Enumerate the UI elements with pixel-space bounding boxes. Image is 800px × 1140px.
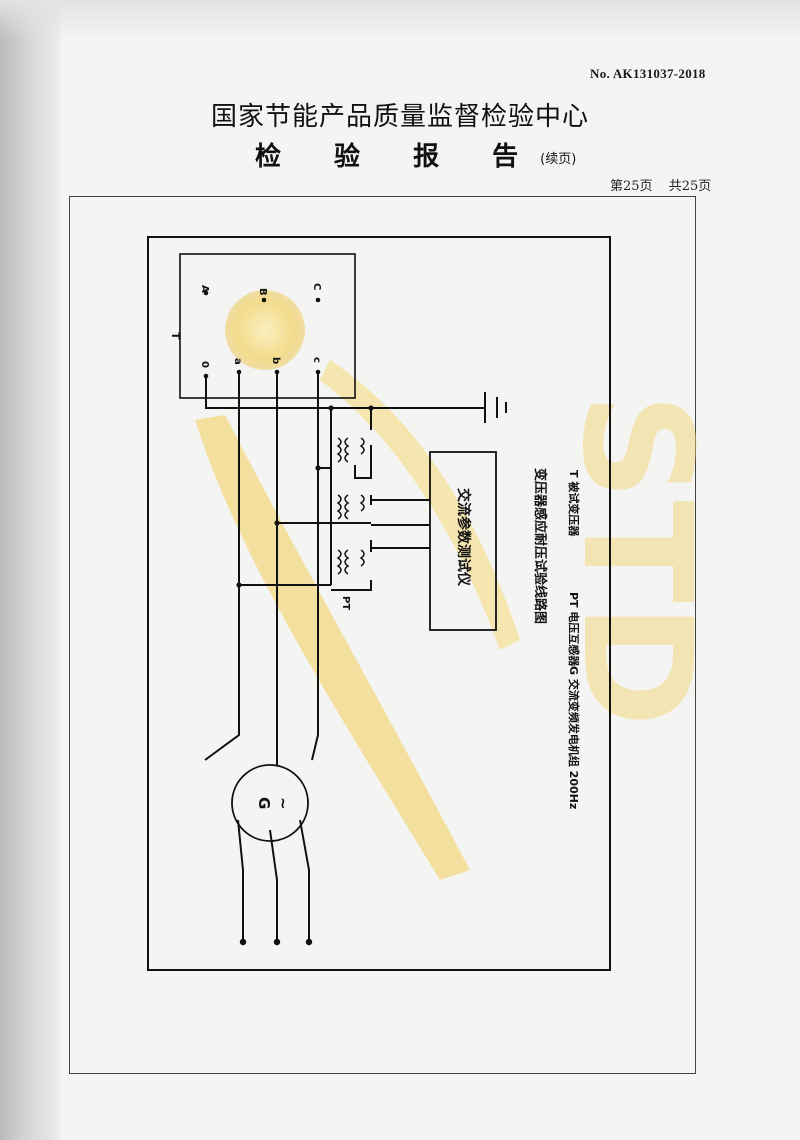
report-content-frame xyxy=(69,196,696,1074)
transformer-label: T xyxy=(169,332,182,340)
watermark-text: STD xyxy=(549,393,723,728)
generator-label: G xyxy=(255,797,273,809)
watermark-swoosh-2 xyxy=(320,360,520,650)
report-title-main: 检 验 报 告 xyxy=(255,142,541,172)
report-number: No. AK131037-2018 xyxy=(590,66,706,81)
legend-pt: PT 电压互感器 xyxy=(567,592,581,667)
ground-icon xyxy=(484,392,507,423)
generator-circle xyxy=(231,764,309,842)
terminal-A-label: A xyxy=(199,285,210,293)
terminal-b-label: b xyxy=(270,357,281,364)
pt-coil-icons xyxy=(336,437,365,575)
hv-terminals: A B C xyxy=(199,283,322,303)
terminal-0-label: 0 xyxy=(199,361,210,368)
terminal-A-dot xyxy=(203,290,209,296)
pt-label: PT xyxy=(340,596,351,610)
watermark-sun xyxy=(225,290,305,370)
terminal-C-dot xyxy=(315,297,321,303)
report-title: 检 验 报 告(续页) xyxy=(255,136,576,176)
scan-top-shadow xyxy=(0,0,800,40)
terminal-a-label: a xyxy=(232,358,243,365)
wiring xyxy=(204,372,486,942)
page-indicator: 第25页 共25页 xyxy=(610,175,750,194)
scan-edge-shadow xyxy=(0,0,60,1140)
terminal-C-label: C xyxy=(311,283,322,290)
junction-dots xyxy=(236,405,374,946)
terminal-B-dot xyxy=(261,297,267,303)
page-current: 第25页 xyxy=(610,179,653,194)
diagram-frame xyxy=(147,236,611,971)
report-title-suffix: (续页) xyxy=(540,152,577,167)
terminal-c-label: c xyxy=(311,357,322,363)
watermark-logo: STD xyxy=(195,290,723,880)
instrument-box xyxy=(429,451,497,631)
transformer-box xyxy=(179,253,356,399)
legend-g: G 交流变频发电机组 200Hz xyxy=(567,666,581,809)
instrument-label: 交流参数测试仪 xyxy=(455,488,472,587)
generator-symbol: ~ xyxy=(274,797,292,810)
page-total: 共25页 xyxy=(668,179,712,194)
diagram-caption: 变压器感应耐压试验线路图 xyxy=(532,468,548,624)
legend-t: T 被试变压器 xyxy=(567,470,581,537)
watermark-swoosh xyxy=(195,415,470,880)
terminal-B-label: B xyxy=(257,288,268,296)
organization-title: 国家节能产品质量监督检验中心 xyxy=(210,102,589,132)
